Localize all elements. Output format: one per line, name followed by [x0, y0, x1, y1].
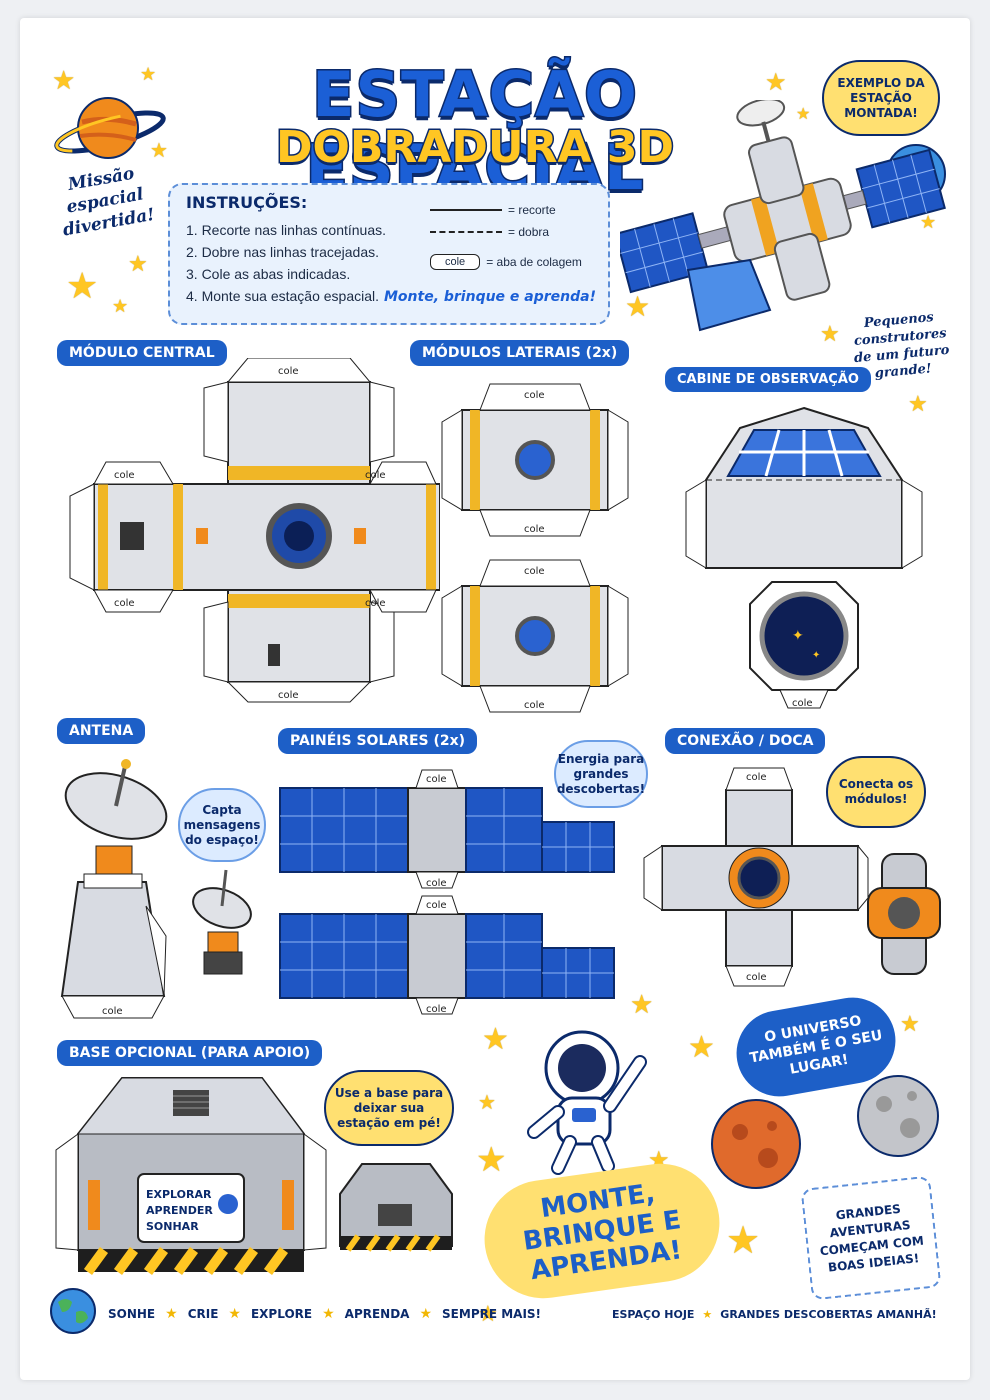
base-net: EXPLORAR APRENDER SONHAR: [55, 1077, 327, 1275]
base-model-illustration: [339, 1163, 453, 1252]
star-icon: ★: [625, 290, 651, 323]
base-bubble: Use a base para deixar sua estação em pé…: [324, 1070, 454, 1146]
star-icon: ★: [796, 104, 811, 123]
base-sign-line: APRENDER: [146, 1204, 213, 1217]
section-lateral-label: MÓDULOS LATERAIS (2x): [410, 340, 630, 366]
glue-tab-label: cole: [278, 690, 299, 701]
glue-tab-label: cole: [524, 566, 545, 577]
glue-tab-label: cole: [426, 878, 447, 889]
footer-item: ESPAÇO HOJE: [612, 1308, 695, 1321]
star-icon: ★: [908, 392, 928, 417]
instruction-step: 2. Dobre nas linhas tracejadas.: [186, 244, 379, 260]
instruction-step: 4. Monte sua estação espacial.: [186, 288, 380, 304]
section-antenna-label: ANTENA: [57, 718, 146, 744]
central-module-net: cole cole cole cole cole cole: [69, 358, 440, 703]
star-icon: ★: [128, 252, 148, 277]
glue-tab-label: cole: [426, 900, 447, 911]
solar-panels-nets: cole cole cole cole: [279, 769, 615, 1015]
footer-item: GRANDES DESCOBERTAS AMANHÃ!: [720, 1308, 937, 1321]
instructions-heading: INSTRUÇÕES:: [186, 193, 308, 212]
mars-icon: [711, 1099, 801, 1189]
glue-tab-label: cole: [278, 366, 299, 377]
footer-item: EXPLORE: [250, 1307, 313, 1321]
instructions-cta: Monte, brinque e aprenda!: [383, 289, 596, 305]
observation-cabin-net: ✦ ✦ cole: [685, 406, 923, 709]
star-icon: ★: [765, 68, 787, 96]
glue-tab-label: cole: [365, 598, 386, 609]
section-dock-label: CONEXÃO / DOCA: [665, 728, 826, 754]
glue-tab-label: cole: [426, 774, 447, 785]
glue-tab-label: cole: [102, 1006, 123, 1017]
instruction-step: 1. Recorte nas linhas contínuas.: [186, 222, 387, 238]
legend: = recorte = dobra cole = aba de colagem: [430, 199, 582, 273]
dock-model-illustration: [867, 853, 941, 975]
moon-icon: [857, 1075, 939, 1157]
assembled-station-illustration: [620, 100, 946, 332]
legend-fold: = dobra: [508, 225, 550, 239]
earth-icon: [50, 1288, 96, 1334]
footer-item: SEMPRE MAIS!: [442, 1307, 542, 1321]
base-sign-line: EXPLORAR: [146, 1188, 212, 1201]
star-icon: ★: [478, 1302, 498, 1327]
glue-tab-label: cole: [746, 972, 767, 983]
star-icon: ★: [688, 1030, 715, 1065]
section-cabin-label: CABINE DE OBSERVAÇÃO: [665, 367, 871, 392]
footer-item: APRENDA: [344, 1307, 410, 1321]
glue-tab-sample: cole: [430, 254, 481, 270]
star-icon: ★: [66, 266, 99, 307]
sub-title: DOBRADURA 3D: [274, 121, 675, 175]
star-icon: ★: [820, 322, 840, 347]
antenna-model-illustration: [192, 869, 252, 975]
glue-tab-label: cole: [114, 470, 135, 481]
star-icon: ★: [482, 1022, 509, 1057]
legend-glue: = aba de colagem: [486, 255, 582, 269]
instruction-step: 3. Cole as abas indicadas.: [186, 266, 351, 282]
footer-item: CRIE: [187, 1307, 219, 1321]
dock-bubble: Conecta os módulos!: [826, 756, 926, 828]
instructions-box: INSTRUÇÕES: 1. Recorte nas linhas contín…: [168, 183, 610, 325]
dock-net: cole cole: [643, 767, 869, 987]
svg-text:✦: ✦: [792, 628, 804, 644]
star-icon: ★: [630, 990, 654, 1020]
star-icon: ★: [726, 1218, 761, 1262]
star-icon: ★: [920, 212, 937, 233]
antenna-net: cole: [60, 759, 168, 1019]
footer-right: ESPAÇO HOJE★ GRANDES DESCOBERTAS AMANHÃ!: [612, 1308, 937, 1321]
saturn-icon: [54, 97, 166, 159]
glue-tab-label: cole: [524, 524, 545, 535]
star-icon: ★: [112, 296, 129, 317]
glue-tab-label: cole: [114, 598, 135, 609]
instructions-list: 1. Recorte nas linhas contínuas. 2. Dobr…: [186, 219, 386, 307]
glue-tab-label: cole: [746, 772, 767, 783]
glue-tab-label: cole: [524, 700, 545, 711]
legend-cut: = recorte: [508, 203, 556, 217]
footer-left: SONHE★ CRIE★ EXPLORE★ APRENDA★ SEMPRE MA…: [108, 1306, 542, 1322]
glue-tab-label: cole: [426, 1004, 447, 1015]
section-central-label: MÓDULO CENTRAL: [57, 340, 227, 366]
star-icon: ★: [140, 64, 157, 85]
svg-text:✦: ✦: [812, 650, 820, 661]
cut-line-sample: [430, 209, 502, 211]
glue-tab-label: cole: [365, 470, 386, 481]
fold-line-sample: [430, 231, 502, 233]
glue-tab-label: cole: [524, 390, 545, 401]
example-bubble: EXEMPLO DA ESTAÇÃO MONTADA!: [822, 60, 940, 136]
section-base-label: BASE OPCIONAL (PARA APOIO): [57, 1040, 323, 1066]
footer-item: SONHE: [108, 1307, 156, 1321]
astronaut-illustration: [527, 1030, 647, 1175]
star-icon: ★: [900, 1012, 920, 1037]
base-sign-line: SONHAR: [146, 1220, 199, 1233]
star-icon: ★: [478, 1090, 496, 1114]
star-icon: ★: [52, 66, 76, 96]
antenna-bubble: Capta mensagens do espaço!: [178, 788, 266, 862]
solar-bubble: Energia para grandes descobertas!: [554, 740, 648, 808]
ideas-box: GRANDES AVENTURAS COMEÇAM COM BOAS IDEIA…: [800, 1175, 942, 1301]
star-icon: ★: [150, 138, 168, 162]
glue-tab-label: cole: [792, 698, 813, 709]
lateral-modules-nets: cole cole cole cole: [441, 383, 629, 713]
star-icon: ★: [476, 1140, 507, 1180]
section-solar-label: PAINÉIS SOLARES (2x): [278, 728, 478, 754]
